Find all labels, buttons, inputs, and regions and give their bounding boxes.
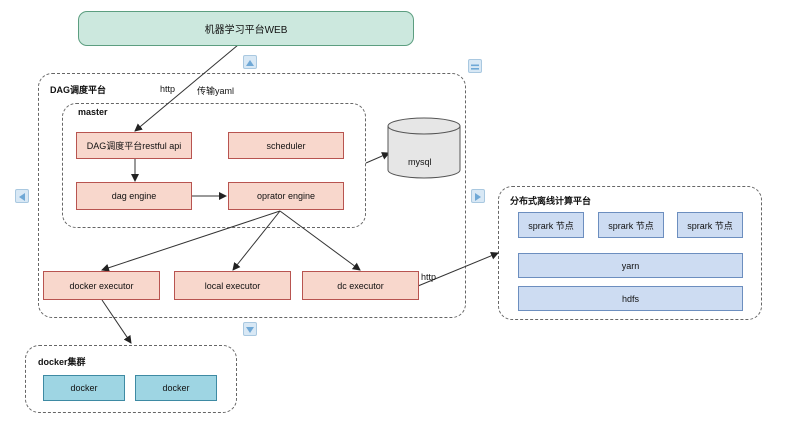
ml-platform-web-node: 机器学习平台WEB — [78, 11, 414, 46]
docker-executor-node: docker executor — [43, 271, 160, 300]
edge-dc-executor-to-compute — [417, 251, 499, 287]
arrow-down-icon[interactable] — [243, 322, 257, 336]
docker-cluster-label: docker集群 — [38, 357, 86, 367]
dc-executor-node: dc executor — [302, 271, 419, 300]
yarn-node: yarn — [518, 253, 743, 278]
edge-docker-executor-to-cluster — [101, 299, 132, 344]
menu-icon[interactable] — [468, 59, 482, 73]
operator-engine-node: oprator engine — [228, 182, 344, 210]
dag-engine-node: dag engine — [76, 182, 192, 210]
docker-node-1: docker — [43, 375, 125, 401]
restful-api-node: DAG调度平台restful api — [76, 132, 192, 159]
spark-node-3: sprark 节点 — [677, 212, 743, 238]
edge-label-http-top: http — [160, 84, 176, 94]
master-group — [62, 103, 366, 228]
arrow-left-icon[interactable] — [15, 189, 29, 203]
edge-operator-to-mysql — [365, 152, 390, 164]
edge-operator-to-docker-executor — [101, 210, 281, 272]
edge-web-to-restful — [134, 44, 239, 132]
edge-label-transfer-yaml: 传输yaml — [197, 86, 235, 96]
edge-operator-to-local-executor — [232, 210, 281, 271]
edge-label-http-right: http — [421, 272, 437, 282]
spark-node-2: sprark 节点 — [598, 212, 664, 238]
arrow-right-icon[interactable] — [471, 189, 485, 203]
hdfs-node: hdfs — [518, 286, 743, 311]
dag-platform-group — [38, 73, 466, 318]
spark-node-1: sprark 节点 — [518, 212, 584, 238]
dag-platform-label: DAG调度平台 — [50, 85, 106, 95]
docker-node-2: docker — [135, 375, 217, 401]
local-executor-node: local executor — [174, 271, 291, 300]
arrow-up-icon[interactable] — [243, 55, 257, 69]
master-label: master — [78, 107, 108, 117]
compute-platform-label: 分布式离线计算平台 — [510, 196, 592, 206]
scheduler-node: scheduler — [228, 132, 344, 159]
edge-operator-to-dc-executor — [279, 210, 361, 271]
docker-cluster-group — [25, 345, 237, 413]
mysql-label: mysql — [408, 157, 432, 167]
mysql-cylinder — [387, 117, 461, 179]
